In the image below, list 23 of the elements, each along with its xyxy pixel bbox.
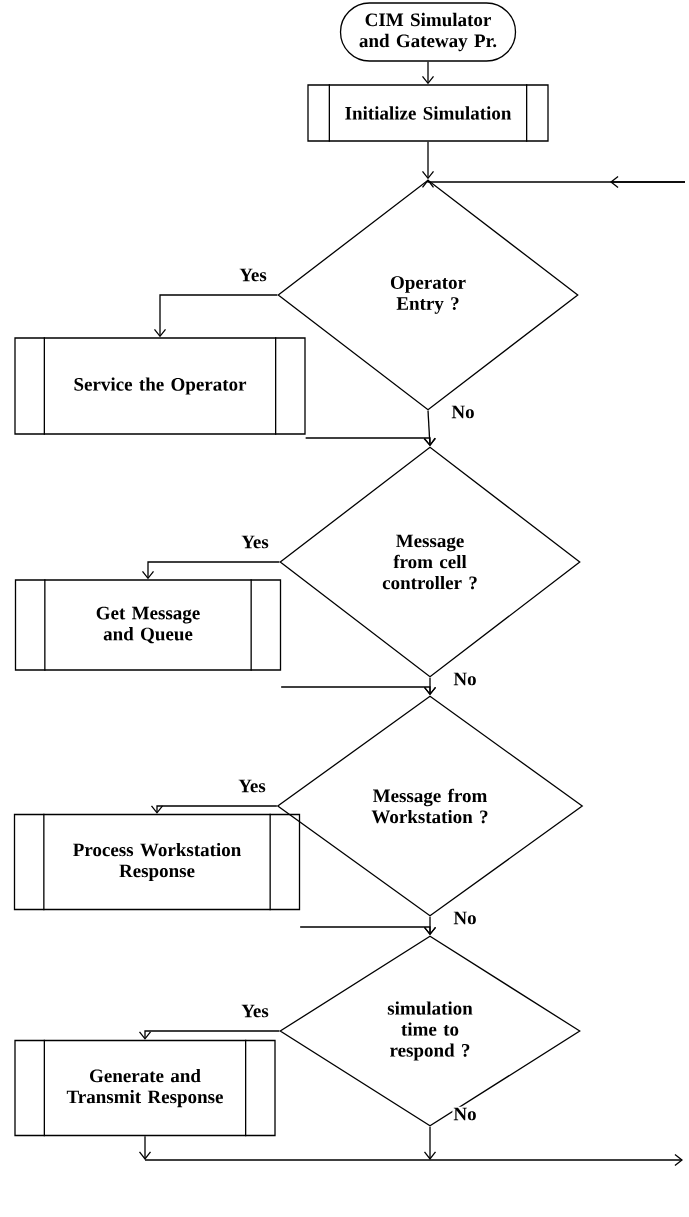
arrow xyxy=(421,61,435,85)
edge-label: Yes xyxy=(237,778,267,794)
arrow xyxy=(423,1126,437,1160)
edge-label: Yes xyxy=(240,1003,270,1019)
subprocess-box: Get Message and Queue xyxy=(14,578,282,672)
subprocess-box: Generate and Transmit Response xyxy=(14,1039,276,1137)
arrow xyxy=(153,294,278,338)
arrow xyxy=(305,437,437,447)
arrow xyxy=(421,141,435,180)
arrow xyxy=(150,805,278,814)
arrow xyxy=(141,561,280,580)
arrow xyxy=(138,1030,280,1040)
edge-label: Yes xyxy=(238,267,268,283)
arrow xyxy=(299,926,437,936)
subprocess-box: Initialize Simulation xyxy=(307,83,549,143)
arrow xyxy=(138,1135,683,1167)
subprocess-box: Process Workstation Response xyxy=(13,813,301,911)
edge-label: No xyxy=(452,1106,478,1122)
arrow xyxy=(423,410,436,447)
arrow xyxy=(421,175,686,189)
subprocess-box: Service the Operator xyxy=(14,336,306,436)
arrow xyxy=(280,686,437,696)
edge-label: Yes xyxy=(240,534,270,550)
